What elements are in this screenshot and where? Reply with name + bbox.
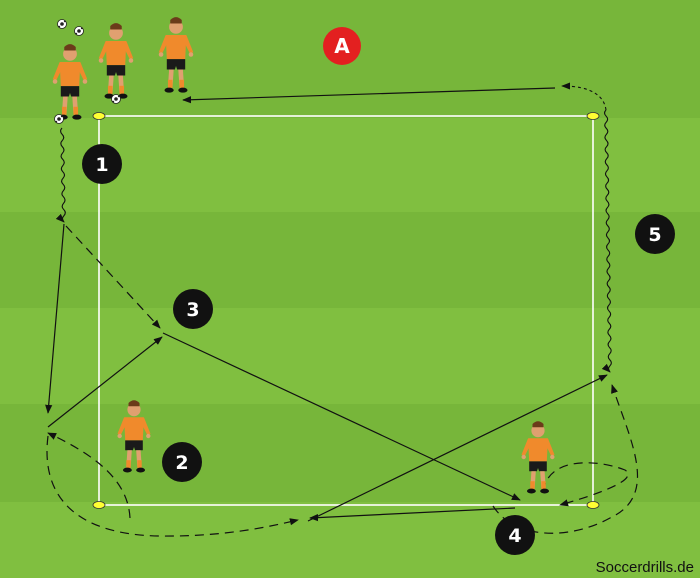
step-label: 3 bbox=[186, 299, 199, 321]
step-badge-3: 3 bbox=[173, 289, 213, 329]
pass-arrow bbox=[162, 332, 521, 501]
run-arrow bbox=[492, 384, 639, 534]
player-figure-icon bbox=[158, 17, 194, 93]
step-label: 4 bbox=[508, 525, 521, 547]
run-arrow bbox=[46, 435, 299, 537]
pass-arrow bbox=[307, 374, 608, 522]
cone-marker-icon bbox=[92, 112, 106, 120]
step-badges: 1 2 3 4 5 bbox=[82, 144, 675, 555]
pass-lines bbox=[45, 87, 608, 522]
pass-arrow bbox=[45, 223, 65, 414]
player-figure-icon bbox=[98, 23, 134, 99]
cone-marker-icon bbox=[586, 112, 600, 120]
dribble-arrow bbox=[561, 82, 607, 111]
step-badge-4: 4 bbox=[495, 515, 535, 555]
run-arrow bbox=[542, 462, 629, 507]
step-badge-2: 2 bbox=[162, 442, 202, 482]
soccer-ball-icon bbox=[111, 94, 121, 104]
pass-arrow bbox=[47, 336, 163, 428]
player-figure-icon bbox=[117, 400, 151, 473]
run-arrow bbox=[47, 432, 131, 519]
players bbox=[52, 17, 555, 494]
cone-markers bbox=[92, 112, 600, 509]
station-label: A bbox=[334, 34, 350, 58]
pass-arrow bbox=[182, 87, 556, 104]
step-label: 1 bbox=[95, 154, 108, 176]
dribble-lines bbox=[55, 82, 612, 373]
pass-arrow bbox=[309, 507, 516, 522]
drill-square bbox=[98, 115, 594, 506]
step-label: 2 bbox=[175, 452, 188, 474]
dribble-arrow bbox=[601, 109, 612, 373]
step-badge-1: 1 bbox=[82, 144, 122, 184]
step-label: 5 bbox=[648, 224, 661, 246]
cone-marker-icon bbox=[92, 501, 106, 509]
step-badge-5: 5 bbox=[635, 214, 675, 254]
dribble-arrow bbox=[55, 127, 66, 223]
player-figure-icon bbox=[521, 421, 555, 494]
run-lines bbox=[46, 225, 639, 537]
cone-marker-icon bbox=[586, 501, 600, 509]
soccer-ball-icon bbox=[74, 26, 84, 36]
station-badge: A bbox=[323, 27, 361, 65]
watermark: Soccerdrills.de bbox=[596, 559, 694, 576]
soccer-ball-icon bbox=[54, 114, 64, 124]
run-arrow bbox=[65, 225, 161, 329]
soccer-ball-icon bbox=[57, 19, 67, 29]
player-figure-icon bbox=[52, 44, 88, 120]
